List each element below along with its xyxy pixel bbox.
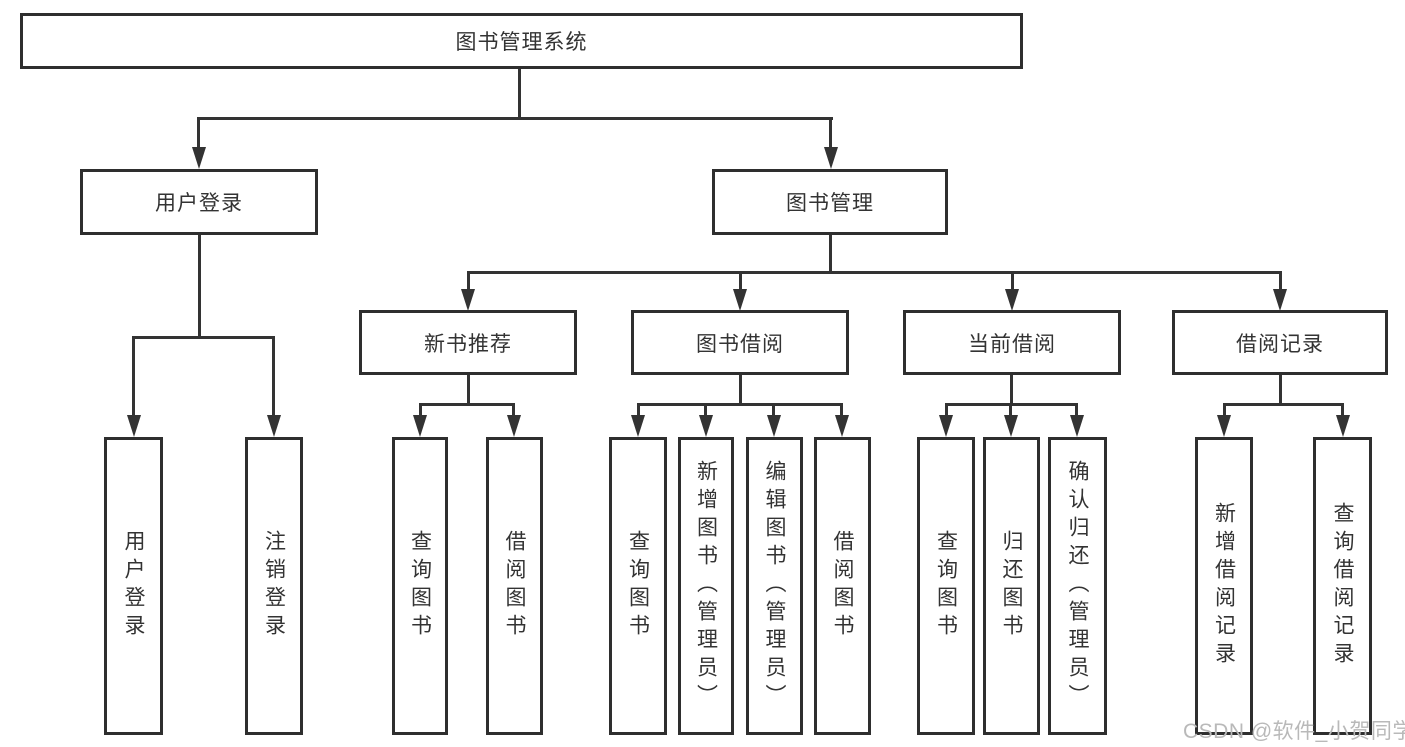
leaf-search-books-recommend: 查询图书 <box>392 437 448 735</box>
arrowhead-down-icon <box>1273 289 1287 311</box>
leaf-search-books-current: 查询图书 <box>917 437 975 735</box>
leaf-label: 查询借阅记录 <box>1331 502 1355 670</box>
arrowhead-down-icon <box>767 415 781 437</box>
leaf-label: 编辑图书（管理员） <box>763 460 787 712</box>
node-user-login: 用户登录 <box>80 169 318 235</box>
connector-line-vertical <box>467 375 470 405</box>
connector-line-vertical <box>467 271 470 291</box>
node-book-management: 图书管理 <box>712 169 948 235</box>
node-label: 当前借阅 <box>968 332 1056 356</box>
leaf-label: 归还图书 <box>1000 530 1024 642</box>
leaf-label: 确认归还（管理员） <box>1066 460 1090 712</box>
arrowhead-down-icon <box>192 147 206 169</box>
connector-line-vertical <box>198 235 201 338</box>
leaf-label: 用户登录 <box>122 530 146 642</box>
connector-line-horizontal <box>197 117 833 120</box>
connector-line-vertical <box>840 403 843 418</box>
connector-line-vertical <box>512 403 515 418</box>
leaf-search-borrow-record: 查询借阅记录 <box>1313 437 1372 735</box>
node-book-borrowing: 图书借阅 <box>631 310 849 375</box>
leaf-borrow-books-recommend: 借阅图书 <box>486 437 543 735</box>
node-label: 图书管理系统 <box>455 31 588 54</box>
connector-line-vertical <box>704 403 707 418</box>
arrowhead-down-icon <box>1336 415 1350 437</box>
connector-line-vertical <box>1279 271 1282 291</box>
arrowhead-down-icon <box>127 415 141 437</box>
csdn-watermark: CSDN @软件_小贺同学 <box>1183 720 1405 743</box>
connector-line-vertical <box>197 117 200 149</box>
leaf-label: 借阅图书 <box>831 530 855 642</box>
connector-line-vertical <box>637 403 640 418</box>
connector-line-vertical <box>1075 403 1078 418</box>
connector-line-vertical <box>1011 271 1014 291</box>
arrowhead-down-icon <box>413 415 427 437</box>
arrowhead-down-icon <box>939 415 953 437</box>
leaf-label: 新增借阅记录 <box>1212 502 1236 670</box>
arrowhead-down-icon <box>1005 289 1019 311</box>
arrowhead-down-icon <box>267 415 281 437</box>
arrowhead-down-icon <box>461 289 475 311</box>
leaf-search-books-borrowing: 查询图书 <box>609 437 667 735</box>
connector-line-vertical <box>419 403 422 418</box>
connector-line-vertical <box>272 336 275 417</box>
node-label: 借阅记录 <box>1236 332 1324 356</box>
connector-line-vertical <box>739 271 742 291</box>
connector-line-horizontal <box>133 336 275 339</box>
connector-line-vertical <box>1341 403 1344 418</box>
leaf-user-login: 用户登录 <box>104 437 163 735</box>
leaf-return-books: 归还图书 <box>983 437 1040 735</box>
connector-line-vertical <box>518 69 521 119</box>
arrowhead-down-icon <box>699 415 713 437</box>
leaf-add-books-admin: 新增图书（管理员） <box>678 437 734 735</box>
node-borrowing-records: 借阅记录 <box>1172 310 1388 375</box>
leaf-label: 注销登录 <box>262 530 286 642</box>
connector-line-horizontal <box>1223 403 1344 406</box>
arrowhead-down-icon <box>507 415 521 437</box>
arrowhead-down-icon <box>1004 415 1018 437</box>
leaf-add-borrow-record: 新增借阅记录 <box>1195 437 1253 735</box>
arrowhead-down-icon <box>835 415 849 437</box>
connector-line-vertical <box>1223 403 1226 418</box>
node-label: 图书借阅 <box>696 332 784 356</box>
connector-line-horizontal <box>467 271 1281 274</box>
leaf-label: 查询图书 <box>408 530 432 642</box>
node-label: 新书推荐 <box>424 332 512 356</box>
arrowhead-down-icon <box>631 415 645 437</box>
leaf-label: 查询图书 <box>626 530 650 642</box>
leaf-label: 查询图书 <box>934 530 958 642</box>
arrowhead-down-icon <box>733 289 747 311</box>
node-current-borrowing: 当前借阅 <box>903 310 1121 375</box>
connector-line-vertical <box>945 403 948 418</box>
leaf-logout: 注销登录 <box>245 437 303 735</box>
connector-line-vertical <box>1279 375 1282 405</box>
leaf-label: 借阅图书 <box>503 530 527 642</box>
leaf-borrow-books: 借阅图书 <box>814 437 871 735</box>
arrowhead-down-icon <box>1070 415 1084 437</box>
connector-line-vertical <box>739 375 742 405</box>
connector-line-horizontal <box>419 403 515 406</box>
arrowhead-down-icon <box>824 147 838 169</box>
leaf-label: 新增图书（管理员） <box>694 460 718 712</box>
node-label: 用户登录 <box>155 192 243 215</box>
connector-line-horizontal <box>637 403 843 406</box>
node-library-management-system: 图书管理系统 <box>20 13 1023 69</box>
connector-line-vertical <box>772 403 775 418</box>
node-new-book-recommendation: 新书推荐 <box>359 310 577 375</box>
arrowhead-down-icon <box>1217 415 1231 437</box>
connector-line-vertical <box>132 336 135 417</box>
connector-line-vertical <box>1009 403 1012 418</box>
leaf-confirm-return-admin: 确认归还（管理员） <box>1048 437 1107 735</box>
leaf-edit-books-admin: 编辑图书（管理员） <box>746 437 803 735</box>
connector-line-vertical <box>829 235 832 273</box>
connector-line-vertical <box>829 117 832 149</box>
node-label: 图书管理 <box>786 192 874 215</box>
connector-line-vertical <box>1010 375 1013 405</box>
